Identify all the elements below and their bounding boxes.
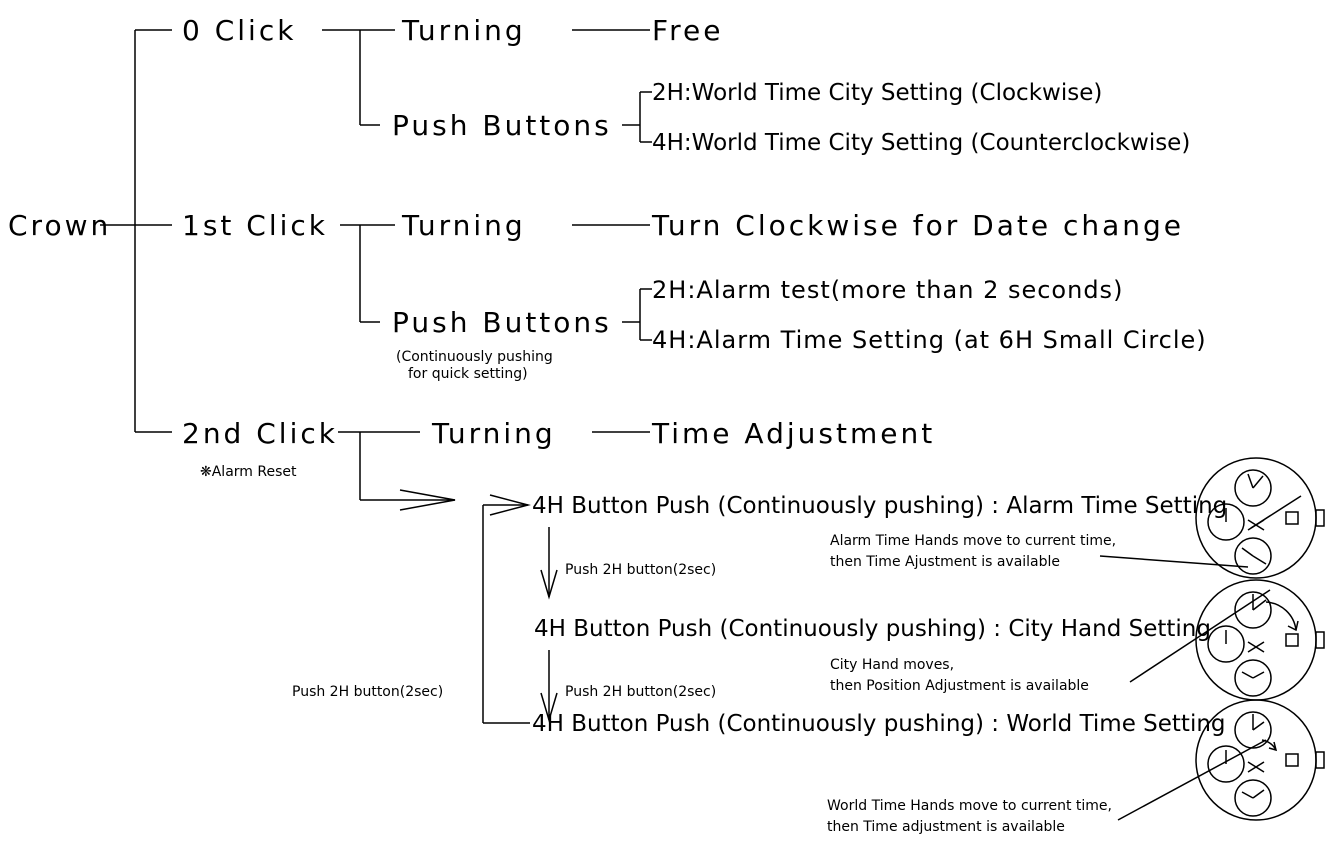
- root-label: Crown: [8, 209, 111, 242]
- step-2-text: 4H Button Push (Continuously pushing) : …: [534, 616, 1211, 642]
- watch-dial-icon: [1195, 699, 1325, 821]
- click-0-action-4h: 4H:World Time City Setting (Counterclock…: [652, 130, 1190, 156]
- step-3-caption-line1: World Time Hands move to current time,: [827, 798, 1112, 814]
- click-1-buttons-note-line1: (Continuously pushing: [396, 349, 553, 365]
- click-2-turning-result: Time Adjustment: [651, 417, 935, 450]
- step-1-pointer: [1099, 555, 1249, 568]
- step-2-caption-line2: then Position Adjustment is available: [830, 678, 1089, 694]
- click-2-label: 2nd Click: [182, 417, 338, 450]
- step-2-caption-line1: City Hand moves,: [830, 657, 954, 673]
- click-1-action-4h: 4H:Alarm Time Setting (at 6H Small Circl…: [652, 326, 1207, 354]
- click-1-turning-label: Turning: [401, 209, 526, 242]
- step-1-caption-line1: Alarm Time Hands move to current time,: [830, 533, 1116, 549]
- loop-label: Push 2H button(2sec): [292, 684, 443, 700]
- watch-dial-icon: [1195, 457, 1325, 579]
- click-0-buttons-label: Push Buttons: [392, 109, 612, 142]
- transition-1-label: Push 2H button(2sec): [565, 562, 716, 578]
- click-0-action-2h: 2H:World Time City Setting (Clockwise): [652, 80, 1102, 106]
- click-2-turning-label: Turning: [431, 417, 556, 450]
- click-0-turning-label: Turning: [401, 14, 526, 47]
- step-2-pointer: [1129, 589, 1271, 683]
- step-3-caption-line2: then Time adjustment is available: [827, 819, 1065, 835]
- click-2-note: ❋Alarm Reset: [200, 464, 297, 480]
- watch-dial-icon: [1195, 579, 1325, 701]
- click-0-label: 0 Click: [182, 14, 296, 47]
- click-0-turning-result: Free: [652, 14, 723, 47]
- down-arrow-icon: [540, 527, 558, 600]
- click-1-buttons-note-line2: for quick setting): [408, 366, 528, 382]
- click-1-label: 1st Click: [182, 209, 328, 242]
- step-1-caption-line2: then Time Ajustment is available: [830, 554, 1060, 570]
- double-arrow-icon: [360, 489, 456, 511]
- click-1-buttons-label: Push Buttons: [392, 306, 612, 339]
- step-3-pointer: [1117, 739, 1267, 821]
- step-3-text: 4H Button Push (Continuously pushing) : …: [532, 711, 1226, 737]
- click-1-action-2h: 2H:Alarm test(more than 2 seconds): [652, 276, 1123, 304]
- click-1-turning-result: Turn Clockwise for Date change: [651, 209, 1184, 242]
- down-arrow-icon: [540, 650, 558, 723]
- step-1-text: 4H Button Push (Continuously pushing) : …: [532, 493, 1227, 519]
- transition-2-label: Push 2H button(2sec): [565, 684, 716, 700]
- loop-return-arrow-icon: [489, 494, 531, 516]
